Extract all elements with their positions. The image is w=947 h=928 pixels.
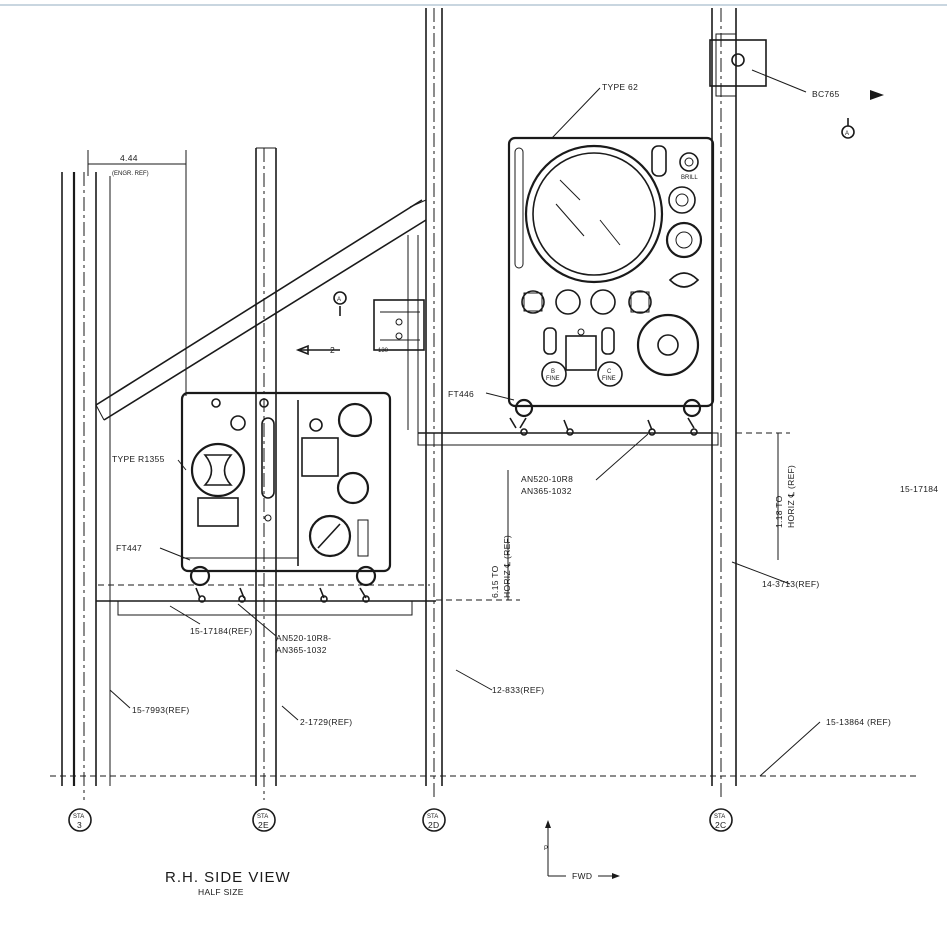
ft446-callout: FT446 (448, 389, 474, 399)
c-fine-top: C (607, 369, 612, 375)
channel-switch-icon (308, 514, 352, 558)
frame-sta-2e (255, 147, 277, 800)
station-marker-2d: STA 2D (422, 808, 446, 832)
knob-3-icon (590, 289, 616, 315)
type-r1355-callout: TYPE R1355 (112, 454, 165, 464)
tuning-dial-icon (190, 442, 246, 498)
c-fine-knob-icon (597, 361, 623, 387)
section-a-left-label: A (337, 297, 341, 303)
b-fine-top: B (551, 369, 555, 375)
station-marker-2c: STA 2C (709, 808, 733, 832)
crt-bezel (524, 144, 664, 284)
up-arrow-icon (545, 820, 551, 828)
station-marker-3: STA 3 (68, 808, 92, 832)
drawing-title: R.H. SIDE VIEW (165, 869, 291, 886)
station-2e-top: STA (257, 814, 268, 820)
b-fine-label: FINE (546, 376, 560, 382)
right-shelf (407, 235, 790, 446)
right-unit-height-note: HORIZ ℄ (REF) (786, 465, 796, 528)
bc765-arrow-icon (870, 90, 884, 100)
view-130-label: 130 (378, 348, 389, 354)
ref-12-833: 12-833(REF) (492, 685, 544, 695)
fwd-arrow-icon (612, 873, 620, 879)
selector-knob-icon (336, 471, 370, 505)
section-marker-a-right: A (841, 118, 855, 139)
ref-14-3713: 14-3713(REF) (762, 579, 819, 589)
knob-1-icon (521, 290, 545, 314)
diagonal-brace (95, 199, 427, 421)
station-3-top: STA (73, 814, 84, 820)
orientation-arrows: P FWD (544, 820, 620, 881)
bc765-bracket (709, 33, 767, 97)
leader-lines (109, 69, 821, 777)
engr-ref-dimension: 4.44 (120, 153, 138, 163)
dimension-right-unit: 1.18 TO HORIZ ℄ (REF) (774, 433, 796, 560)
b-fine-knob-icon (541, 361, 567, 387)
fwd-label: FWD (572, 871, 592, 881)
section-a-right-label: A (845, 131, 849, 137)
lamp-icon (230, 415, 246, 431)
knob-4-icon (628, 290, 652, 314)
crt-screen (532, 152, 656, 276)
frame-sta-2d (425, 8, 443, 800)
meter-dial-icon (636, 313, 700, 377)
engr-ref-note: (ENGR. REF) (112, 171, 149, 177)
type-62-callout: TYPE 62 (602, 82, 638, 92)
bright-label: BRILL (681, 175, 698, 181)
ref-2-1729: 2-1729(REF) (300, 717, 352, 727)
an365-right-callout: AN365-1032 (521, 486, 572, 496)
ref-15-7993: 15-7993(REF) (132, 705, 189, 715)
frame-sta-2c (711, 8, 737, 800)
section-marker-a-left: A (333, 291, 347, 316)
range-knob-icon (337, 402, 373, 438)
station-2c-top: STA (714, 814, 725, 820)
frame-bracket (373, 299, 425, 351)
ref-15-13864: 15-13864 (REF) (826, 717, 891, 727)
dimension-left-unit: 6.15 TO HORIZ ℄ (REF) (490, 470, 512, 600)
ref-15-17184-right: 15-17184 (900, 484, 938, 494)
dimension-engr-ref: 4.44 (ENGR. REF) (87, 150, 187, 396)
type-r1355-unit (180, 391, 392, 603)
station-2d-top: STA (427, 814, 438, 820)
right-unit-height: 1.18 TO (774, 495, 784, 528)
view-2-label: 2 (330, 345, 335, 355)
rotary-switch-icon (665, 221, 703, 259)
station-2c-bottom: 2C (715, 820, 726, 830)
an520-right-callout: AN520-10R8 (521, 474, 573, 484)
station-3-bottom: 3 (77, 820, 82, 830)
drawing-subtitle: HALF SIZE (198, 887, 244, 897)
c-fine-label: FINE (602, 376, 616, 382)
an520-left-callout: AN520-10R8- (276, 633, 331, 643)
station-2e-bottom: 2E (258, 820, 269, 830)
left-shelf (96, 584, 520, 616)
left-unit-height: 6.15 TO (490, 565, 500, 598)
ref-15-17184-left: 15-17184(REF) (190, 626, 252, 636)
type-62-unit: BRILL B FINE C FINE (507, 136, 715, 436)
station-marker-2e: STA 2E (252, 808, 276, 832)
up-arrow-label: P (544, 846, 548, 852)
an365-left-callout: AN365-1032 (276, 645, 327, 655)
bc765-callout: BC765 (812, 89, 840, 99)
frame-sta-3 (61, 172, 111, 800)
ft447-callout: FT447 (116, 543, 142, 553)
station-2d-bottom: 2D (428, 820, 439, 830)
left-unit-height-note: HORIZ ℄ (REF) (502, 535, 512, 598)
knob-2-icon (555, 289, 581, 315)
